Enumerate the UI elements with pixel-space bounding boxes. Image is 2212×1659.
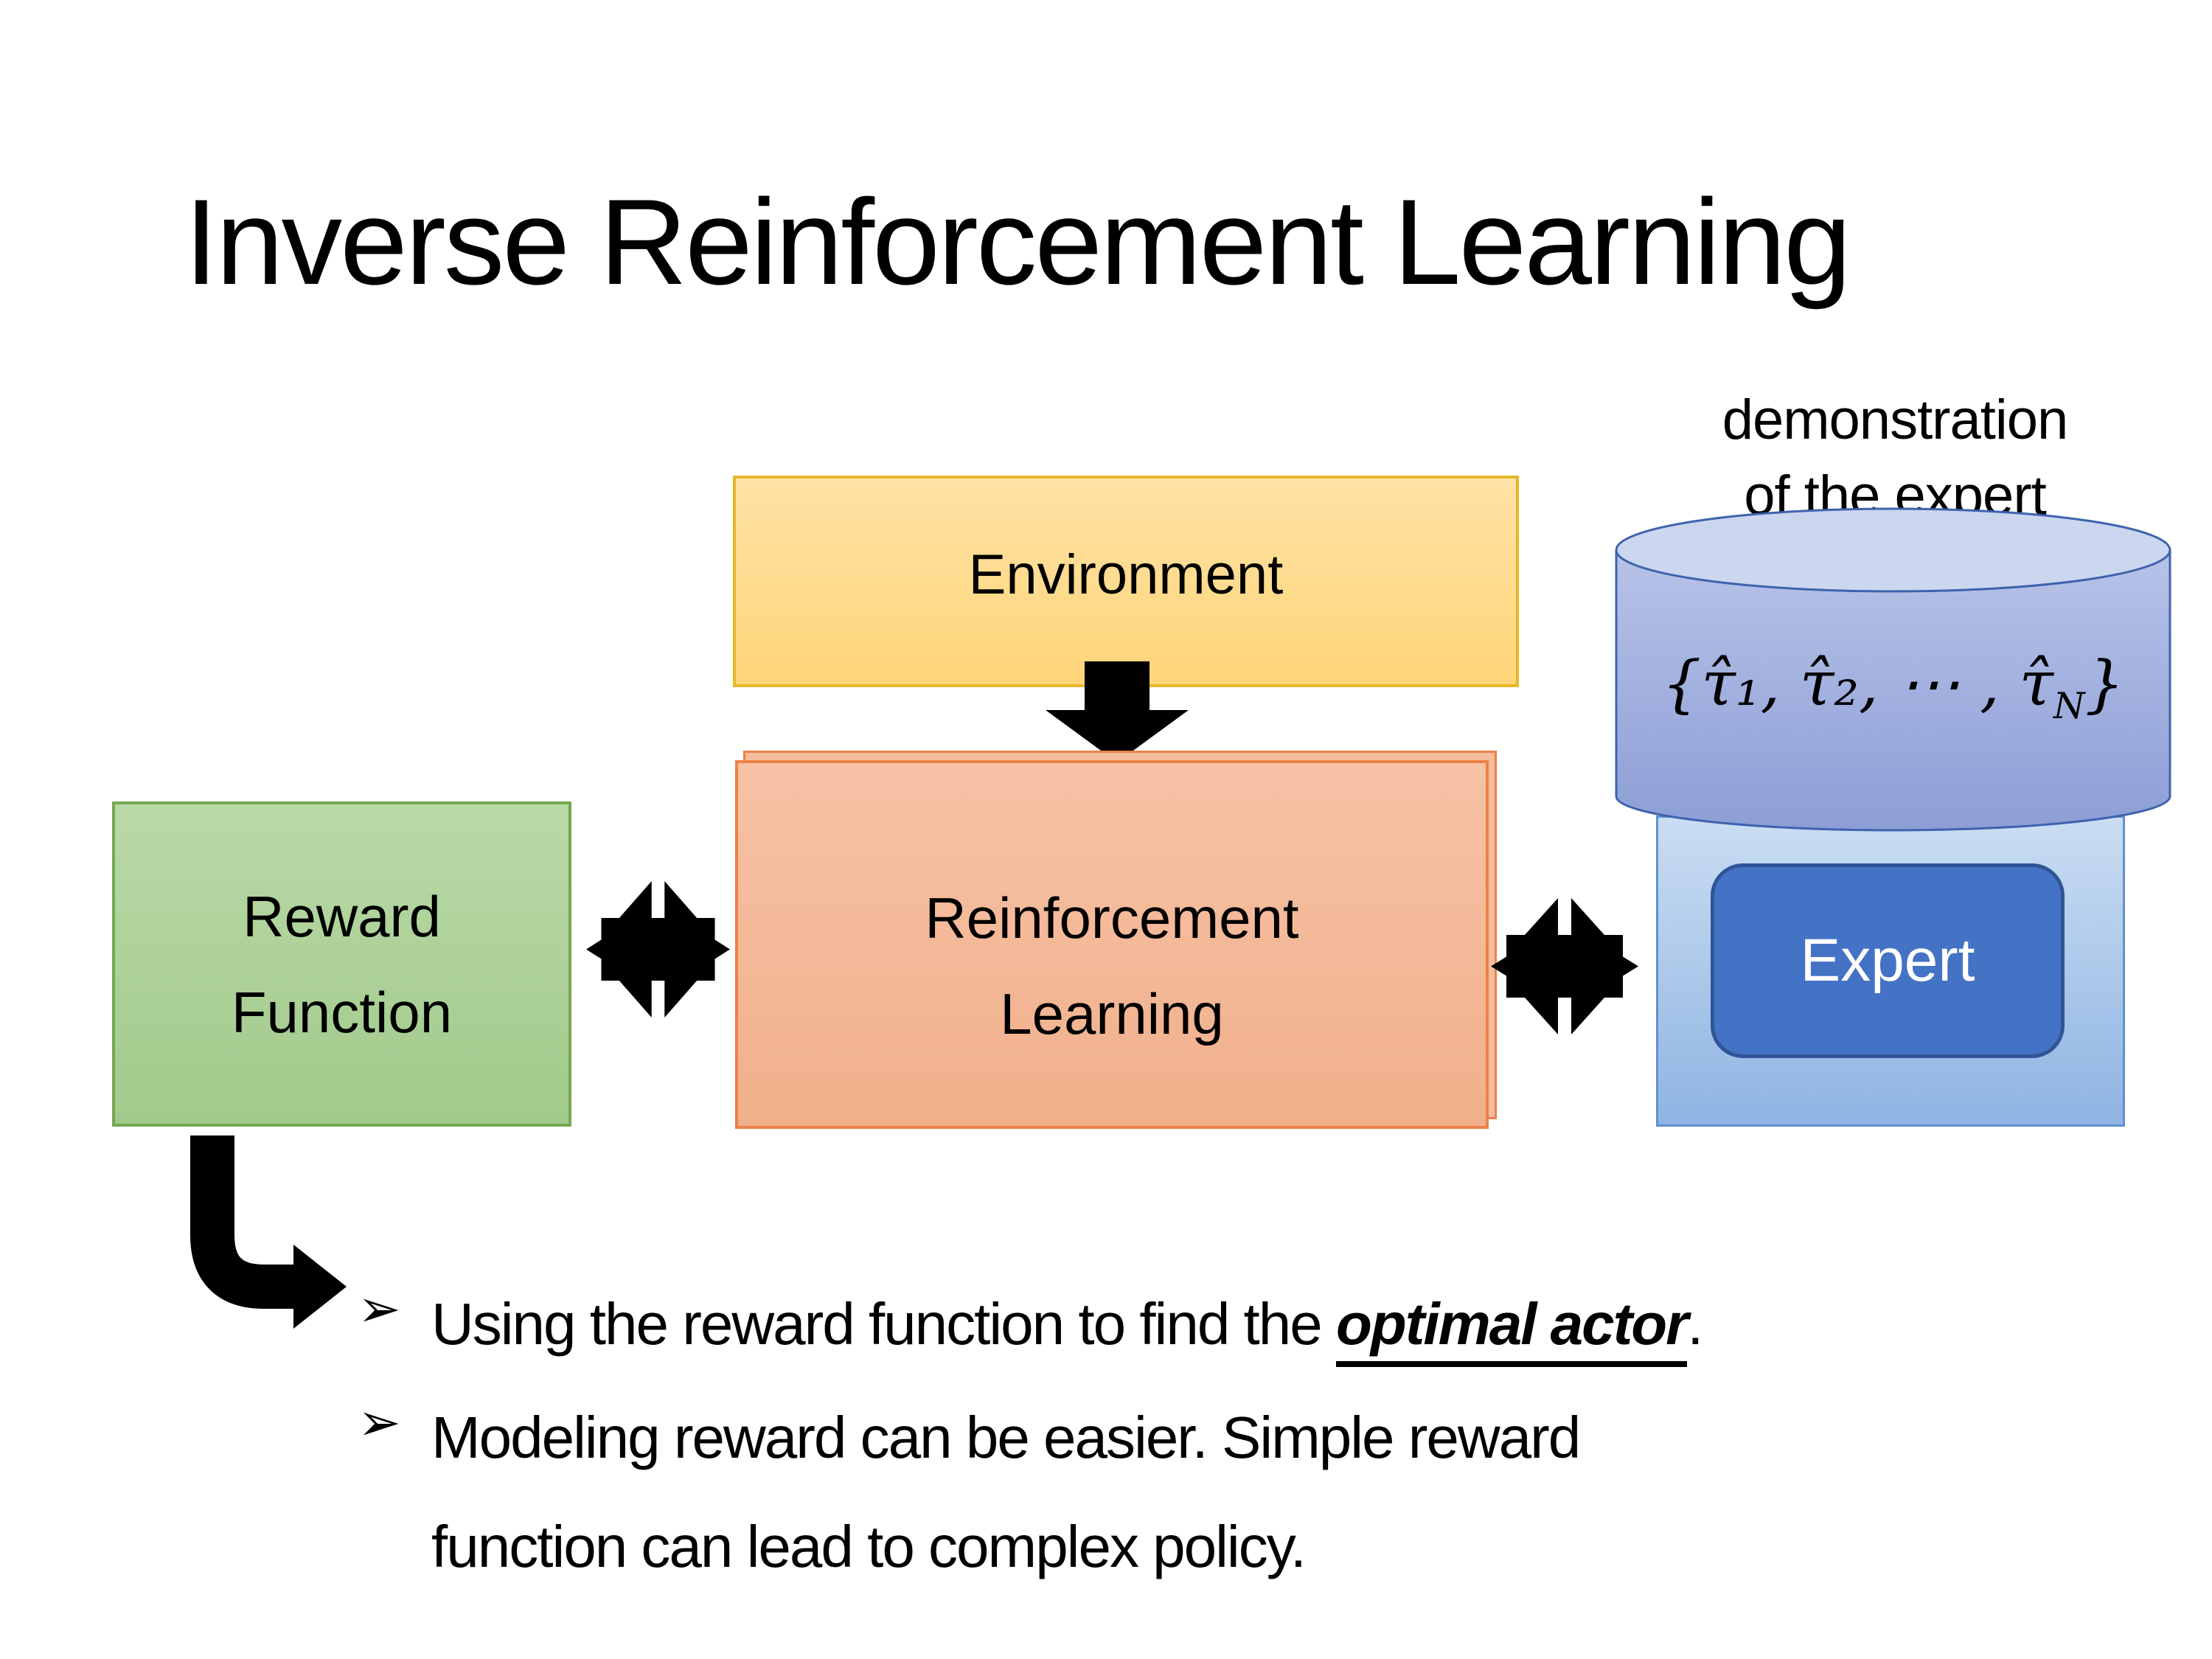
environment-label: Environment [968,543,1284,606]
rl-label-line-2: Learning [1000,981,1224,1046]
double-headed-arrow-icon [1491,898,1638,1034]
reward-label-line-2: Function [231,979,453,1045]
formula-subscript-N: N [2053,685,2085,727]
formula-pre: {τ̂₁, τ̂₂, ⋯ , τ̂ [1661,647,2054,720]
caption-demonstration-of-the-expert: demonstration of the expert [1607,382,2183,534]
bullet-item-modeling-reward: ➢ Modeling reward can be easier. Simple … [358,1383,1581,1601]
caption-line-1: demonstration [1722,389,2069,451]
bullet1-emphasis: optimal actor [1335,1291,1688,1367]
bullet1-post: . [1687,1291,1703,1357]
reward-label-line-1: Reward [243,883,441,949]
demonstration-cylinder [1615,507,2171,832]
page-title: Inverse Reinforcement Learning [184,174,1851,310]
reward-function-box: Reward Function [112,801,571,1127]
elbow-arrow-icon [190,1135,347,1329]
rl-label-line-1: Reinforcement [925,886,1299,950]
environment-box: Environment [733,476,1519,687]
double-headed-arrow-icon [586,881,730,1018]
down-arrow-icon [1046,661,1189,762]
bullet2-line-1: Modeling reward can be easier. Simple re… [431,1405,1581,1470]
bullet-text-2: Modeling reward can be easier. Simple re… [431,1383,1581,1601]
expert-label: Expert [1800,927,1975,994]
formula-post: } [2084,647,2125,720]
trajectory-set-formula: {τ̂₁, τ̂₂, ⋯ , τ̂N} [1615,647,2171,727]
bullet1-pre: Using the reward function to find the [431,1291,1336,1357]
bullet-text-1: Using the reward function to find the op… [431,1270,1704,1379]
expert-box: Expert [1711,863,2065,1058]
bullet-marker-icon: ➢ [358,1392,401,1453]
reinforcement-learning-box: Reinforcement Learning [735,760,1489,1129]
bullet2-line-2: function can lead to complex policy. [431,1514,1307,1579]
bullet-item-optimal-actor: ➢ Using the reward function to find the … [358,1270,1704,1379]
bullet-marker-icon: ➢ [358,1279,401,1339]
